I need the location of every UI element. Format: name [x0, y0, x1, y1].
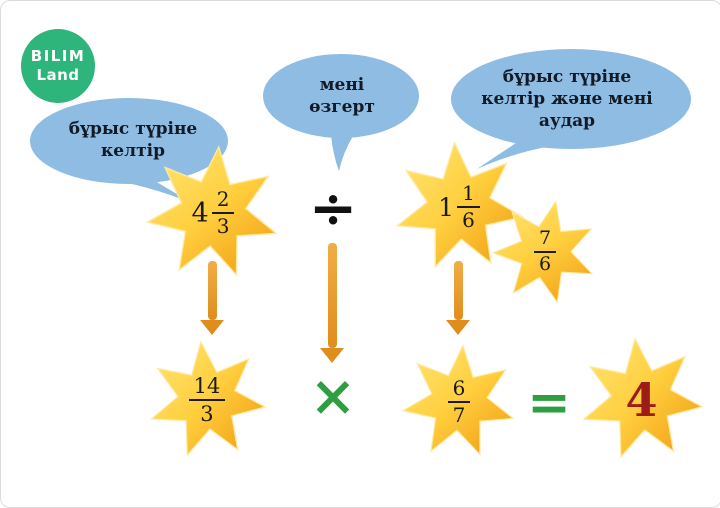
star-shape: [401, 343, 515, 457]
denominator: 7: [452, 403, 466, 427]
speech-bubble-convert-and-flip: бұрыс түріне келтір және мені аудар: [441, 47, 693, 179]
speech-bubble-shape: [451, 49, 691, 169]
star-shape: [150, 340, 267, 457]
star-shape: [582, 337, 704, 459]
division-sign: ÷: [308, 174, 358, 242]
arrow-head: [200, 320, 224, 335]
fraction: 7 6: [533, 227, 557, 276]
equals-sign: =: [527, 371, 571, 433]
star-flipped-6-7: 6 7: [400, 343, 518, 461]
numerator: 14: [188, 374, 226, 401]
result-number: 4: [625, 372, 658, 427]
numerator: 2: [211, 188, 235, 214]
speech-bubble-shape: [30, 98, 228, 207]
arrow-shaft: [327, 243, 337, 348]
numerator: 6: [447, 377, 471, 403]
mixed-number: 1 1 6: [438, 182, 480, 232]
bubble-line: аудар: [538, 111, 596, 132]
fraction-wrap: 7 6: [533, 227, 557, 276]
denominator: 6: [538, 253, 552, 275]
fraction-wrap: 6 7: [447, 377, 471, 427]
denominator: 3: [216, 214, 230, 238]
star-reciprocal-7-6: 7 6: [491, 198, 599, 306]
fraction: 6 7: [447, 377, 471, 427]
multiplication-sign: ×: [309, 363, 357, 429]
down-arrow-center: [320, 243, 344, 363]
down-arrow-right: [446, 261, 470, 335]
down-arrow-left: [200, 261, 224, 335]
bubble-line: мені: [319, 75, 365, 95]
speech-bubble-shape: [263, 54, 419, 171]
numerator: 7: [533, 227, 557, 253]
star-improper-14-3: 14 3: [146, 339, 268, 461]
bilimland-logo: BILIM Land: [21, 29, 95, 103]
fraction-wrap: 14 3: [188, 374, 226, 426]
bubble-text: бұрыс түріне келтір және мені аудар: [441, 47, 693, 132]
mixed-number: 4 2 3: [192, 188, 235, 238]
star-mixed-number-1-1-6: 1 1 6: [392, 140, 526, 274]
arrow-head: [320, 348, 344, 363]
star-shape: [145, 145, 278, 277]
bubble-line: бұрыс түріне: [502, 67, 632, 87]
bubble-line: келтір: [101, 141, 165, 162]
bubble-text: бұрыс түріне келтір: [27, 97, 239, 162]
denominator: 3: [200, 402, 214, 426]
fraction: 14 3: [188, 374, 226, 426]
whole-number: 1: [438, 192, 455, 222]
arrow-head: [446, 320, 470, 335]
fraction: 2 3: [211, 188, 235, 238]
whole-number: 4: [191, 197, 209, 229]
bubble-line: өзгерт: [309, 97, 375, 118]
speech-bubble-convert-left: бұрыс түріне келтір: [27, 97, 239, 215]
arrow-shaft: [207, 261, 217, 320]
logo-text-bilim: BILIM: [30, 47, 86, 66]
fraction: 1 6: [457, 182, 480, 232]
denominator: 6: [462, 208, 475, 232]
logo-text-land: Land: [36, 66, 80, 84]
bubble-line: келтір және мені: [481, 89, 653, 110]
speech-bubble-change-me: мені өзгерт: [261, 53, 423, 179]
star-shape: [395, 141, 525, 269]
arrow-shaft: [453, 261, 463, 320]
numerator: 1: [457, 182, 480, 208]
bubble-text: мені өзгерт: [261, 53, 423, 118]
bubble-line: бұрыс түріне: [68, 119, 198, 139]
star-mixed-number-4-2-3: 4 2 3: [144, 144, 282, 282]
star-result-4: 4: [578, 336, 705, 463]
